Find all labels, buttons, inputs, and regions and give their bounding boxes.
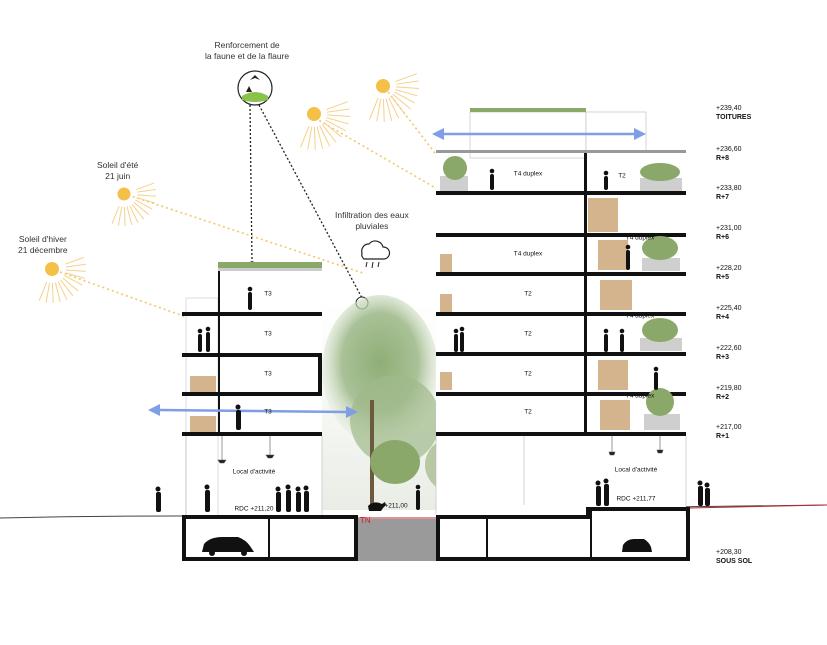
sun-ray (326, 117, 349, 125)
ground-floor-label: Local d'activité (614, 466, 658, 474)
sun-ray (126, 206, 133, 226)
sun-icon-summer (117, 187, 131, 201)
sun-ray (325, 119, 347, 132)
sun-ray (54, 282, 61, 303)
sun-ray (65, 272, 85, 279)
basement (182, 507, 690, 561)
sun-ray (111, 205, 120, 224)
sun-ray (394, 91, 416, 104)
car-icon-right (622, 539, 652, 552)
unit-label: T4 duplex (625, 392, 655, 400)
unit-label: T3 (264, 370, 272, 378)
sun-icon-winter (45, 262, 59, 276)
pendant-lights (217, 436, 664, 464)
sun-ray (313, 126, 316, 150)
rain-cloud-icon (361, 240, 391, 269)
summer-sun-label: Soleil d'été 21 juin (97, 160, 139, 181)
sun-icon-top-right (376, 79, 390, 93)
rdc-level-label: RDC +211,20 (234, 505, 274, 513)
left-building (182, 262, 323, 519)
sun-ray (65, 263, 86, 268)
rainwater-label: Infiltration des eaux pluviales (335, 210, 409, 231)
biodiversity-icon (237, 70, 273, 106)
sun-ray (326, 114, 350, 118)
sun-ray (136, 189, 156, 193)
people-silhouettes (155, 168, 710, 512)
sun-ray (38, 281, 48, 301)
sun-ray (136, 182, 155, 191)
car-icon-left (202, 537, 254, 556)
unit-label: T3 (264, 330, 272, 338)
sun-ray (135, 199, 153, 210)
sun-ray (136, 194, 156, 197)
airflow-arrow-left (148, 404, 358, 418)
sun-ray (129, 205, 139, 223)
sun-ray (64, 256, 85, 265)
sun-ray (133, 201, 149, 215)
sun-ray (62, 277, 79, 292)
sun-ray (395, 86, 419, 90)
rdc-level-label: RDC +211,77 (616, 495, 656, 503)
biodiversity-link-lines (249, 104, 363, 299)
sun-ray (300, 125, 310, 148)
sun-ray (65, 269, 86, 272)
sun-ray (382, 98, 385, 122)
sun-ray (323, 121, 342, 138)
sun-ray (64, 275, 83, 286)
unit-label: T4 duplex (625, 312, 655, 320)
sun-ray (388, 97, 400, 119)
courtyard-level-label: +211,00 (384, 502, 408, 510)
unit-label: T4 duplex (513, 250, 543, 258)
unit-label: T2 (524, 330, 532, 338)
sun-ray (392, 93, 411, 110)
unit-label: T3 (264, 408, 272, 416)
unit-label: T2 (524, 370, 532, 378)
sun-ray (395, 73, 417, 83)
sun-ray (45, 282, 51, 303)
sun-ray (51, 282, 54, 303)
sun-ray (131, 203, 145, 220)
sun-icon-top-left (307, 107, 321, 121)
sun-ray (123, 206, 126, 226)
sun-ray (321, 123, 337, 143)
unit-label: T2 (524, 408, 532, 416)
airflow-arrow-right (432, 128, 646, 140)
sun-ray (395, 89, 418, 97)
sun-ray (326, 101, 348, 111)
unit-label: T4 duplex (513, 170, 543, 178)
biodiversity-label: Renforcement de la faune et de la flaure (205, 40, 290, 61)
sun-ray (369, 97, 379, 120)
unit-label: T2 (618, 172, 626, 180)
sun-ray (117, 206, 123, 226)
sun-ray (395, 80, 419, 85)
sun-ray (390, 95, 406, 115)
natural-terrain-label: TN (360, 516, 371, 525)
unit-label: T4 duplex (625, 234, 655, 242)
sun-ray (307, 126, 313, 150)
sun-ray (385, 98, 393, 122)
unit-label: T2 (524, 290, 532, 298)
sun-ray (319, 125, 331, 147)
sun-ray (57, 281, 68, 300)
sun-ray (326, 108, 350, 113)
unit-label: T3 (264, 290, 272, 298)
sun-ray (376, 98, 382, 122)
sun-ray (136, 197, 155, 204)
ground-floor-label: Local d'activité (232, 468, 276, 476)
sun-ray (316, 126, 324, 150)
winter-sun-label: Soleil d'hiver 21 décembre (18, 234, 68, 255)
sun-ray (60, 279, 74, 297)
